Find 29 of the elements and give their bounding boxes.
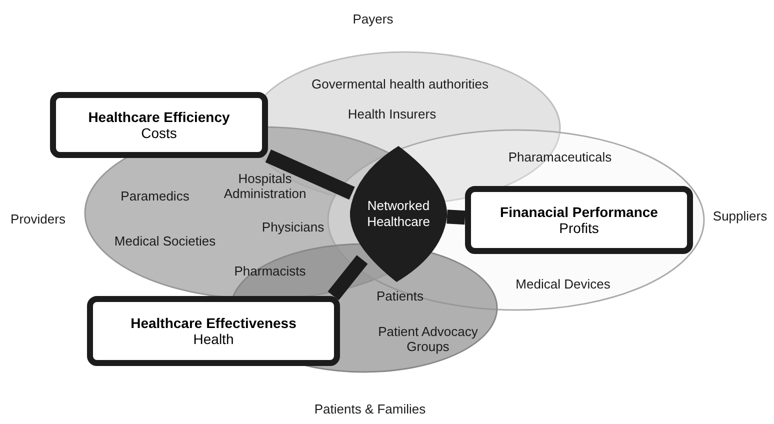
member-label: Paramedics: [120, 190, 190, 204]
goal-box: [50, 92, 268, 158]
group-name: Suppliers: [712, 210, 768, 224]
goal-title: Healthcare Effectiveness: [130, 315, 296, 331]
group-name: Payers: [352, 12, 394, 28]
member-label: Pharamaceuticals: [508, 150, 612, 166]
hub-label: Networked Healthcare: [366, 198, 431, 230]
connector-bar: [265, 149, 355, 200]
goal-subtitle: Health: [193, 331, 234, 347]
member-label: Pharmacists: [234, 264, 306, 280]
member-label: Patient Advocacy Groups: [377, 325, 479, 355]
member-label: Hospitals Administration: [222, 172, 308, 202]
member-label: Medical Devices: [516, 278, 610, 292]
goal-subtitle: Costs: [141, 125, 177, 141]
group-name: Providers: [10, 212, 66, 228]
goal-box: [87, 296, 340, 366]
member-label: Medical Societies: [114, 234, 216, 250]
group-name: Patients & Families: [314, 402, 426, 418]
goal-title: Finanacial Performance: [500, 204, 658, 220]
goal-box: [465, 186, 693, 254]
connector-bar: [446, 210, 466, 225]
member-label: Govermental health authorities: [311, 78, 489, 92]
hub-lens: [350, 146, 447, 282]
goal-subtitle: Profits: [559, 220, 599, 236]
connector-bar: [328, 255, 368, 300]
member-label: Physicians: [262, 220, 324, 236]
goal-title: Healthcare Efficiency: [88, 109, 230, 125]
member-label: Health Insurers: [348, 108, 436, 122]
member-label: Patients: [376, 290, 424, 304]
